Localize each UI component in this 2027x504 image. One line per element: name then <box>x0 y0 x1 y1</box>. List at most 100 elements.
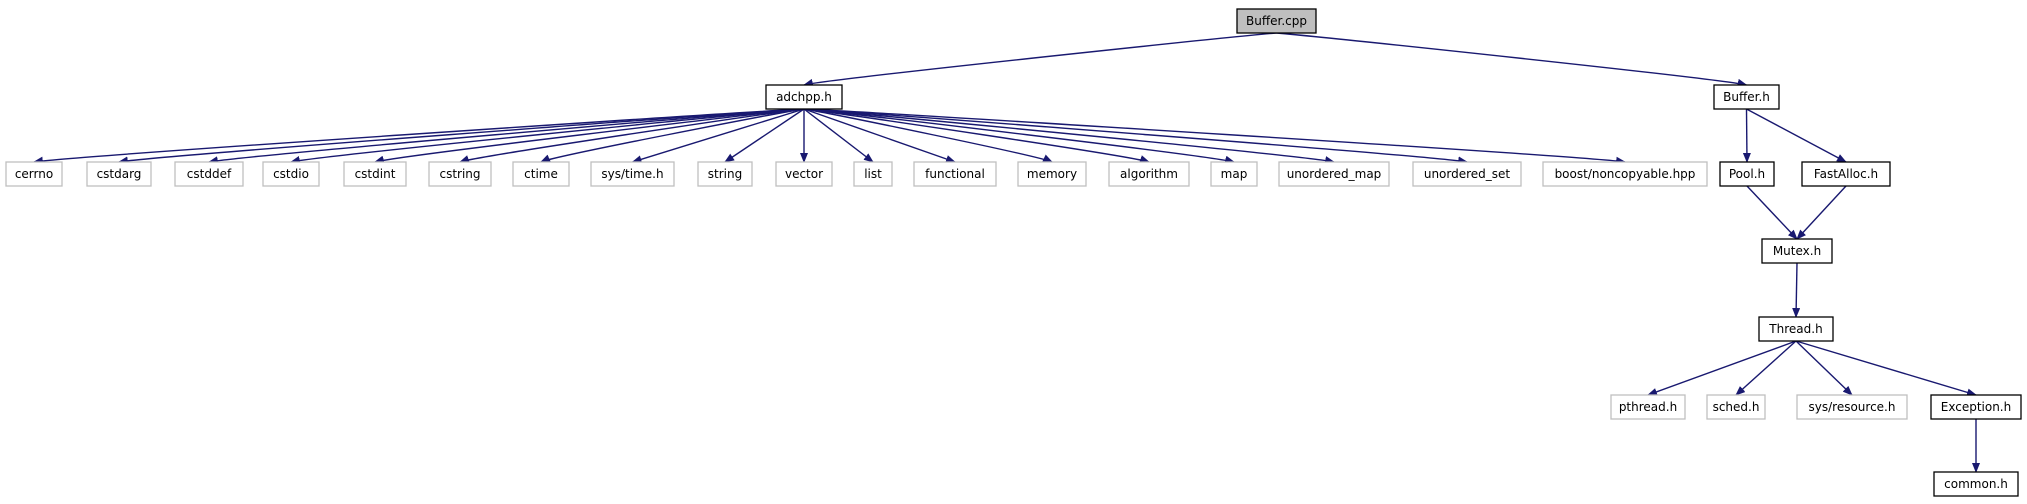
node-cstring: cstring <box>428 161 492 187</box>
node-box <box>853 161 893 187</box>
node-map: map <box>1210 161 1258 187</box>
edge-thread_h-to-sys_resource_h <box>1795 340 1853 396</box>
node-label: map <box>1221 167 1248 181</box>
node-label: unordered_map <box>1287 167 1382 181</box>
node-box <box>1796 394 1908 420</box>
node-box <box>1542 161 1708 187</box>
node-unordered-set: unordered_set <box>1412 161 1522 187</box>
edge-fastalloc_h-to-mutex_h <box>1796 185 1847 240</box>
node-cstdio: cstdio <box>262 161 320 187</box>
node-list: list <box>853 161 893 187</box>
node-exception-h[interactable]: Exception.h <box>1930 394 2022 420</box>
node-label: Thread.h <box>1768 322 1822 336</box>
node-label: cstring <box>439 167 480 181</box>
node-box <box>5 161 63 187</box>
node-label: Pool.h <box>1729 167 1765 181</box>
node-box <box>1108 161 1190 187</box>
edge-adchpp_h-to-boost_noncopyable <box>803 108 1626 165</box>
node-label: functional <box>925 167 985 181</box>
node-box <box>262 161 320 187</box>
node-box <box>590 161 675 187</box>
node-box <box>1017 161 1087 187</box>
node-label: Mutex.h <box>1773 244 1821 258</box>
node-cstdarg: cstdarg <box>86 161 152 187</box>
node-label: Buffer.cpp <box>1246 14 1307 28</box>
edge-adchpp_h-to-unordered_map <box>803 108 1335 164</box>
node-box <box>1761 238 1833 264</box>
node-fastalloc-h[interactable]: FastAlloc.h <box>1801 161 1891 187</box>
node-label: cerrno <box>15 167 53 181</box>
node-sys-resource-h: sys/resource.h <box>1796 394 1908 420</box>
edges-layer <box>33 32 1980 473</box>
edge-buffer_h-to-fastalloc_h <box>1746 108 1847 163</box>
node-string: string <box>697 161 753 187</box>
node-box <box>765 84 843 110</box>
node-box <box>1412 161 1522 187</box>
node-vector: vector <box>775 161 833 187</box>
node-box <box>174 161 244 187</box>
node-box <box>343 161 407 187</box>
edge-adchpp_h-to-memory <box>803 108 1053 163</box>
edge-buffer_h-to-pool_h <box>1742 108 1751 163</box>
node-box <box>1758 316 1834 342</box>
node-box <box>428 161 492 187</box>
edge-adchpp_h-to-string <box>724 108 805 163</box>
edge-adchpp_h-to-unordered_set <box>803 108 1468 165</box>
edge-adchpp_h-to-cstdint <box>374 108 805 164</box>
node-label: algorithm <box>1120 167 1178 181</box>
node-label: pthread.h <box>1619 400 1677 414</box>
node-common-h[interactable]: common.h <box>1933 471 2019 497</box>
node-box <box>1713 84 1780 110</box>
edge-thread_h-to-pthread_h <box>1647 340 1797 396</box>
node-box <box>1610 394 1686 420</box>
node-box <box>86 161 152 187</box>
node-box <box>1210 161 1258 187</box>
node-label: unordered_set <box>1424 167 1511 181</box>
edge-thread_h-to-exception_h <box>1795 340 1977 397</box>
node-box <box>1801 161 1891 187</box>
node-pool-h[interactable]: Pool.h <box>1719 161 1775 187</box>
node-label: Buffer.h <box>1723 90 1770 104</box>
node-buffer-cpp[interactable]: Buffer.cpp <box>1236 8 1317 34</box>
node-cstddef: cstddef <box>174 161 244 187</box>
node-pthread-h: pthread.h <box>1610 394 1686 420</box>
node-thread-h[interactable]: Thread.h <box>1758 316 1834 342</box>
edge-adchpp_h-to-functional <box>803 108 956 163</box>
node-sys-time-h: sys/time.h <box>590 161 675 187</box>
edge-buffer_cpp-to-buffer_h <box>1276 32 1748 87</box>
node-mutex-h[interactable]: Mutex.h <box>1761 238 1833 264</box>
node-box <box>512 161 570 187</box>
node-adchpp-h[interactable]: adchpp.h <box>765 84 843 110</box>
node-unordered-map: unordered_map <box>1278 161 1390 187</box>
node-label: cstdarg <box>97 167 142 181</box>
edge-adchpp_h-to-map <box>803 108 1235 164</box>
edge-mutex_h-to-thread_h <box>1792 262 1801 318</box>
node-label: boost/noncopyable.hpp <box>1555 167 1696 181</box>
node-label: list <box>864 167 882 181</box>
node-label: ctime <box>524 167 558 181</box>
edge-adchpp_h-to-list <box>803 108 874 163</box>
node-box <box>1706 394 1766 420</box>
node-sched-h: sched.h <box>1706 394 1766 420</box>
node-label: sys/time.h <box>601 167 663 181</box>
node-cerrno: cerrno <box>5 161 63 187</box>
node-label: Exception.h <box>1941 400 2011 414</box>
edge-buffer_cpp-to-adchpp_h <box>803 32 1277 87</box>
node-box <box>697 161 753 187</box>
node-boost-noncopyable: boost/noncopyable.hpp <box>1542 161 1708 187</box>
edge-adchpp_h-to-ctime <box>540 108 805 163</box>
node-algorithm: algorithm <box>1108 161 1190 187</box>
node-box <box>775 161 833 187</box>
node-box <box>1930 394 2022 420</box>
node-box <box>1236 8 1317 34</box>
node-ctime: ctime <box>512 161 570 187</box>
nodes-layer: Buffer.cpp adchpp.h Buffer.h cerrno cstdarg c… <box>5 8 2022 497</box>
node-box <box>1933 471 2019 497</box>
node-memory: memory <box>1017 161 1087 187</box>
edge-thread_h-to-sched_h <box>1735 340 1797 396</box>
edge-adchpp_h-to-algorithm <box>803 108 1150 163</box>
node-box <box>1719 161 1775 187</box>
node-buffer-h[interactable]: Buffer.h <box>1713 84 1780 110</box>
node-label: common.h <box>1944 477 2008 491</box>
